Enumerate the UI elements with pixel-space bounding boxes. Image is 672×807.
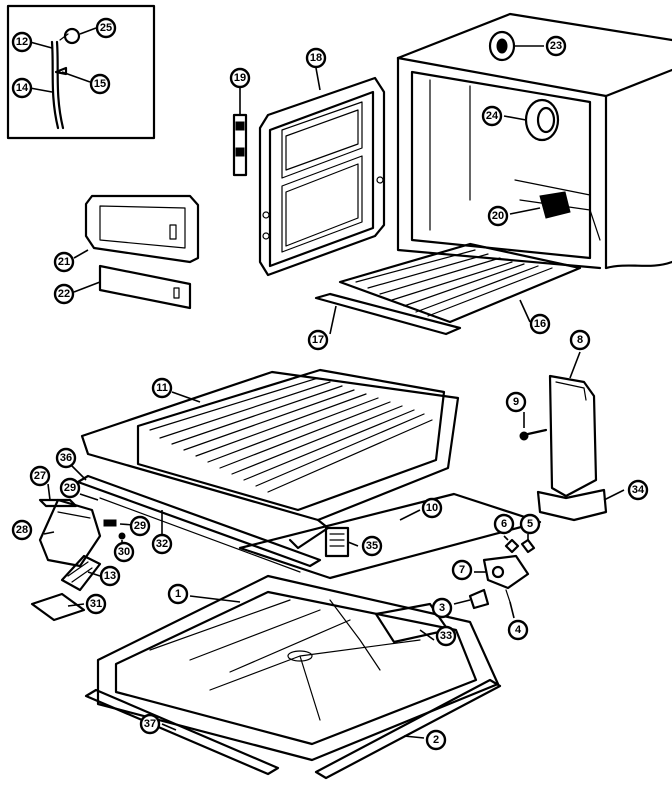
callout-33: 33: [435, 625, 457, 647]
callout-8: 8: [569, 329, 591, 351]
svg-text:6: 6: [501, 518, 507, 530]
callout-31: 31: [85, 593, 107, 615]
svg-text:14: 14: [16, 82, 29, 94]
hinge-part: [232, 113, 248, 177]
svg-text:15: 15: [94, 78, 106, 90]
freezer-door: [258, 76, 386, 277]
svg-text:29: 29: [134, 520, 146, 532]
callout-29-lower: 29: [129, 515, 151, 537]
screw-9: [519, 428, 548, 441]
callout-4: 4: [507, 619, 529, 641]
callout-14: 14: [11, 77, 33, 99]
svg-text:11: 11: [156, 382, 168, 394]
callout-16: 16: [529, 313, 551, 335]
callout-21: 21: [53, 251, 75, 273]
side-rails: [84, 678, 502, 780]
crisper-cover: [80, 368, 460, 550]
svg-text:33: 33: [440, 630, 452, 642]
freezer-shelf: [314, 242, 582, 336]
callout-19: 19: [229, 67, 251, 89]
inset-detail-box: [6, 4, 156, 140]
callout-3: 3: [431, 597, 453, 619]
callout-9: 9: [505, 391, 527, 413]
svg-text:35: 35: [366, 540, 378, 552]
callout-12: 12: [11, 31, 33, 53]
svg-text:24: 24: [486, 110, 499, 122]
callout-23: 23: [545, 35, 567, 57]
callout-13: 13: [99, 565, 121, 587]
callout-34: 34: [627, 479, 649, 501]
callout-27: 27: [29, 465, 51, 487]
svg-text:2: 2: [433, 734, 439, 746]
svg-text:8: 8: [577, 334, 583, 346]
leader-lines: [29, 27, 625, 739]
callout-1: 1: [167, 583, 189, 605]
svg-text:13: 13: [104, 570, 116, 582]
svg-text:12: 12: [16, 36, 28, 48]
svg-text:4: 4: [515, 624, 522, 636]
callout-32: 32: [151, 533, 173, 555]
svg-text:28: 28: [16, 524, 28, 536]
callout-24: 24: [481, 105, 503, 127]
callout-36: 36: [55, 447, 77, 469]
svg-text:5: 5: [527, 518, 533, 530]
grille-and-tray: [30, 554, 102, 622]
svg-text:1: 1: [175, 588, 181, 600]
svg-text:30: 30: [118, 546, 130, 558]
svg-text:27: 27: [34, 470, 46, 482]
callout-11: 11: [151, 377, 173, 399]
svg-text:31: 31: [90, 598, 102, 610]
callout-18: 18: [305, 47, 327, 69]
panel-cover: [98, 264, 192, 310]
callout-2: 2: [425, 729, 447, 751]
callout-28: 28: [11, 519, 33, 541]
callout-10: 10: [421, 497, 443, 519]
callout-30: 30: [113, 541, 135, 563]
svg-text:10: 10: [426, 502, 438, 514]
control-panel: [84, 194, 200, 264]
svg-text:21: 21: [58, 256, 70, 268]
svg-text:22: 22: [58, 288, 70, 300]
callout-22: 22: [53, 283, 75, 305]
svg-text:7: 7: [459, 564, 465, 576]
callout-37: 37: [139, 713, 161, 735]
svg-text:18: 18: [310, 52, 322, 64]
svg-text:19: 19: [234, 72, 246, 84]
callout-15: 15: [89, 73, 111, 95]
callout-17: 17: [307, 329, 329, 351]
svg-text:23: 23: [550, 40, 562, 52]
svg-text:17: 17: [312, 334, 324, 346]
valve-assembly: [468, 538, 536, 610]
callout-20: 20: [487, 205, 509, 227]
svg-text:37: 37: [144, 718, 156, 730]
svg-text:32: 32: [156, 538, 168, 550]
svg-text:36: 36: [60, 452, 72, 464]
callout-7: 7: [451, 559, 473, 581]
svg-text:29: 29: [64, 482, 76, 494]
svg-text:9: 9: [513, 396, 519, 408]
svg-text:16: 16: [534, 318, 546, 330]
callout-35: 35: [361, 535, 383, 557]
callout-29-upper: 29: [59, 477, 81, 499]
divider-panel: [536, 374, 608, 522]
callout-6: 6: [493, 513, 515, 535]
freezer-cabinet: [396, 12, 672, 270]
callout-25: 25: [95, 17, 117, 39]
svg-text:3: 3: [439, 602, 445, 614]
svg-text:34: 34: [632, 484, 645, 496]
small-parts-left: [38, 498, 126, 568]
callout-5: 5: [519, 513, 541, 535]
svg-text:25: 25: [100, 22, 112, 34]
svg-text:20: 20: [492, 210, 504, 222]
module-35: [324, 526, 350, 558]
